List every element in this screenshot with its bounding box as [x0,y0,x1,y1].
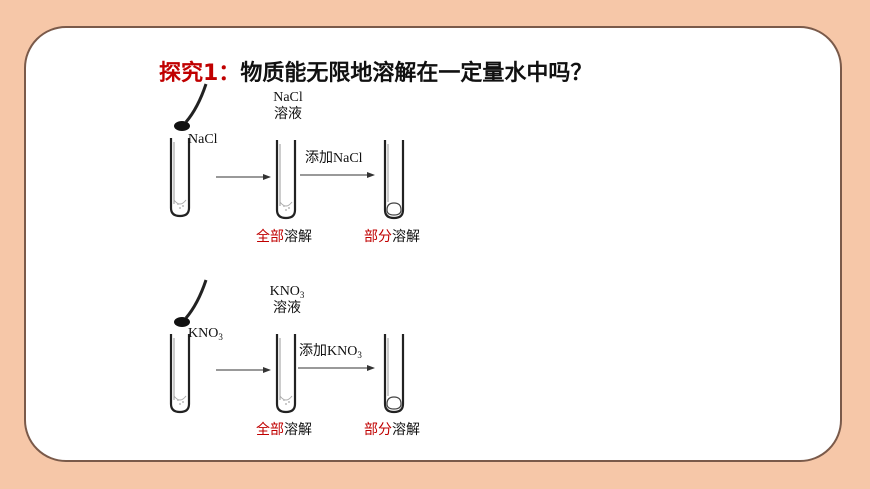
kno3-solute-label: KNO3 [188,325,223,342]
nacl-spoon [172,82,208,133]
kno3-result-partial: 部分溶解 [364,422,420,439]
kno3-solution-label-text: 溶液 [273,301,301,316]
nacl-result-partial-highlight: 部分 [364,230,392,245]
nacl-solute-label: NaCl [188,132,218,147]
kno3-solution-label-formula: KNO3 [264,283,310,300]
slide-title: 探究1：物质能无限地溶解在一定量水中吗？ [159,55,592,87]
kno3-add-formula: 添加KNO [299,344,358,359]
kno3-result-all-highlight: 全部 [256,423,284,438]
nacl-result-partial: 部分溶解 [364,229,420,246]
nacl-result-all-text: 溶解 [284,230,312,245]
title-prefix: 探究1： [159,61,241,86]
kno3-add-label: 添加KNO3 [299,343,362,360]
kno3-tube-solution [275,332,297,414]
nacl-result-all: 全部溶解 [256,229,312,246]
kno3-solution-formula: KNO [269,284,300,299]
kno3-result-partial-text: 溶解 [392,423,420,438]
kno3-result-all-text: 溶解 [284,423,312,438]
kno3-spoon [172,278,208,329]
nacl-solution-label-text: 溶液 [274,107,302,122]
kno3-result-all: 全部溶解 [256,422,312,439]
kno3-tube-start [169,332,191,414]
nacl-result-partial-text: 溶解 [392,230,420,245]
nacl-tube-start [169,136,191,218]
kno3-solute-formula: KNO [188,326,219,341]
slide-card [24,26,842,462]
kno3-result-partial-highlight: 部分 [364,423,392,438]
nacl-solution-label: NaCl 溶液 [268,89,308,123]
title-question: 物质能无限地溶解在一定量水中吗？ [240,61,593,86]
kno3-solution-subscript: 3 [299,290,305,300]
nacl-tube-solution [275,138,297,220]
nacl-result-all-highlight: 全部 [256,230,284,245]
kno3-solution-label: KNO3 溶液 [264,283,310,317]
kno3-tube-saturated [383,332,405,414]
nacl-solution-label-formula: NaCl [273,90,303,105]
kno3-solute-subscript: 3 [218,332,223,342]
nacl-add-label: 添加NaCl [305,151,363,166]
kno3-add-subscript: 3 [357,350,362,360]
nacl-tube-saturated [383,138,405,220]
